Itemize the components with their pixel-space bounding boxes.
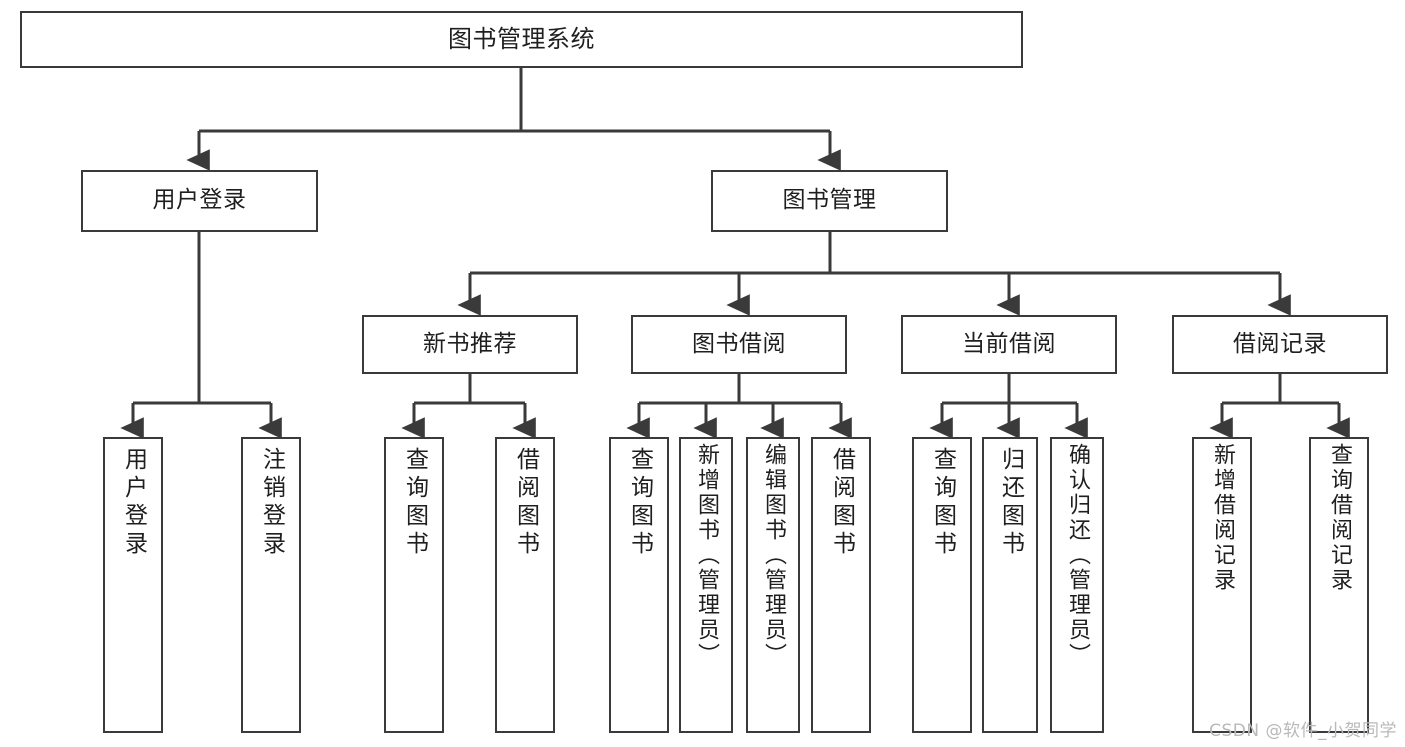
node-root-book-management-system[interactable]: 图书管理系统 [20, 11, 1023, 68]
node-label: 用户登录 [152, 187, 247, 214]
node-user-login[interactable]: 用户登录 [81, 170, 318, 232]
node-label: 当前借阅 [962, 330, 1056, 357]
node-label: 图书管理 [782, 187, 877, 214]
node-label: 新书推荐 [423, 330, 517, 357]
leaf-label: 新增图书（管理员） [694, 443, 719, 668]
leaf-new-book-borrow-book[interactable]: 借阅图书 [495, 437, 555, 733]
leaf-label: 查询图书 [626, 447, 653, 559]
node-new-book-recommend[interactable]: 新书推荐 [362, 315, 578, 374]
leaf-label: 查询图书 [929, 447, 956, 559]
leaf-label: 查询借阅记录 [1327, 443, 1352, 593]
leaf-label: 归还图书 [997, 447, 1024, 559]
node-label: 借阅记录 [1233, 330, 1327, 357]
leaf-label: 编辑图书（管理员） [761, 443, 786, 668]
watermark-csdn: CSDN @软件_小贺同学 [1209, 721, 1397, 741]
leaf-label: 借阅图书 [828, 447, 855, 559]
leaf-book-borrow-add-book-admin[interactable]: 新增图书（管理员） [679, 437, 733, 733]
node-current-borrow[interactable]: 当前借阅 [901, 315, 1117, 374]
leaf-label: 确认归还（管理员） [1065, 443, 1090, 668]
leaf-label: 新增借阅记录 [1210, 443, 1235, 593]
leaf-book-borrow-query-book[interactable]: 查询图书 [609, 437, 669, 733]
leaf-borrow-records-add-record[interactable]: 新增借阅记录 [1192, 437, 1252, 733]
leaf-book-borrow-edit-book-admin[interactable]: 编辑图书（管理员） [746, 437, 800, 733]
node-label: 图书借阅 [692, 330, 786, 357]
node-borrow-records[interactable]: 借阅记录 [1172, 315, 1388, 374]
node-book-borrow[interactable]: 图书借阅 [631, 315, 847, 374]
leaf-user-login-logout[interactable]: 注销登录 [241, 437, 301, 733]
leaf-current-borrow-return-book[interactable]: 归还图书 [982, 437, 1038, 733]
leaf-label: 查询图书 [401, 447, 428, 559]
leaf-user-login-login[interactable]: 用户登录 [103, 437, 163, 733]
leaf-label: 注销登录 [258, 447, 285, 559]
leaf-new-book-query-book[interactable]: 查询图书 [384, 437, 444, 733]
leaf-borrow-records-query-record[interactable]: 查询借阅记录 [1309, 437, 1369, 733]
node-book-management[interactable]: 图书管理 [711, 170, 948, 232]
leaf-label: 借阅图书 [512, 447, 539, 559]
leaf-current-borrow-query-book[interactable]: 查询图书 [912, 437, 972, 733]
leaf-current-borrow-confirm-return-admin[interactable]: 确认归还（管理员） [1050, 437, 1104, 733]
leaf-label: 用户登录 [120, 447, 147, 559]
node-label: 图书管理系统 [448, 25, 595, 54]
leaf-book-borrow-borrow-book[interactable]: 借阅图书 [811, 437, 871, 733]
